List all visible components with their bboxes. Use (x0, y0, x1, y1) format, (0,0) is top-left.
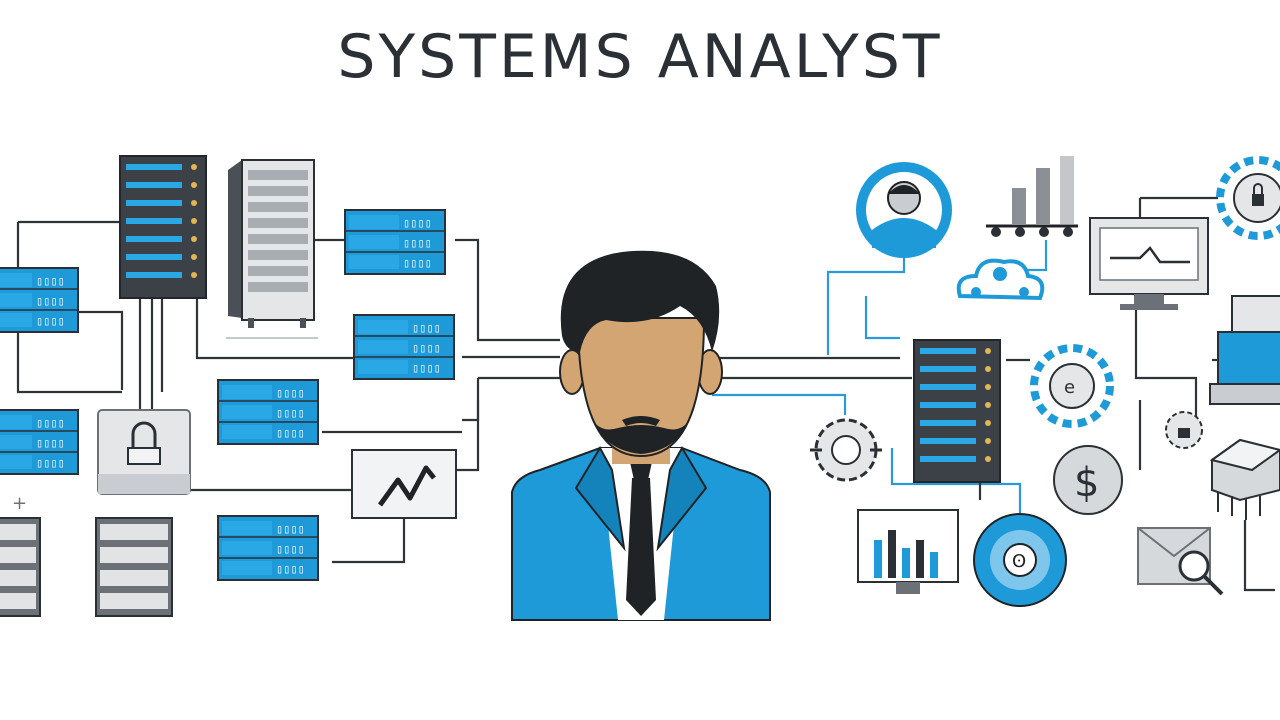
cloud-network-icon (956, 258, 1045, 301)
envelope-search-icon (1137, 527, 1224, 596)
bar-chart-icon (986, 156, 1078, 237)
right-connection-lines (712, 196, 1275, 592)
line-chart-monitor-icon (351, 449, 457, 519)
svg-text:+: + (12, 493, 27, 514)
desktop-monitor-icon (1089, 217, 1209, 310)
laptop-icon (1209, 295, 1280, 405)
user-profile-badge-icon (856, 162, 952, 258)
svg-text:ʘ: ʘ (1012, 551, 1026, 572)
blue-data-panel-icon (0, 209, 455, 581)
bug-icon (810, 418, 882, 482)
disc-lock-icon: ʘ (973, 513, 1067, 607)
page-title: SYSTEMS ANALYST (337, 22, 943, 92)
server-drawer-icon: + (0, 493, 173, 617)
server-rack-icon (119, 155, 207, 299)
gear-lock-icon: e (1030, 156, 1280, 428)
dollar-coin-icon: $ (1053, 445, 1123, 515)
server-rack-icon (913, 339, 1001, 483)
svg-text:$: $ (1074, 460, 1099, 506)
gear-lock-small-icon (1165, 411, 1203, 449)
bar-chart-monitor-icon (857, 509, 959, 594)
svg-text:e: e (1064, 377, 1075, 398)
left-connection-lines (16, 220, 560, 564)
padlock-icon (97, 409, 191, 495)
server-tower-icon (226, 159, 318, 339)
microchip-icon (1209, 438, 1280, 520)
analyst-avatar-icon (511, 250, 771, 621)
